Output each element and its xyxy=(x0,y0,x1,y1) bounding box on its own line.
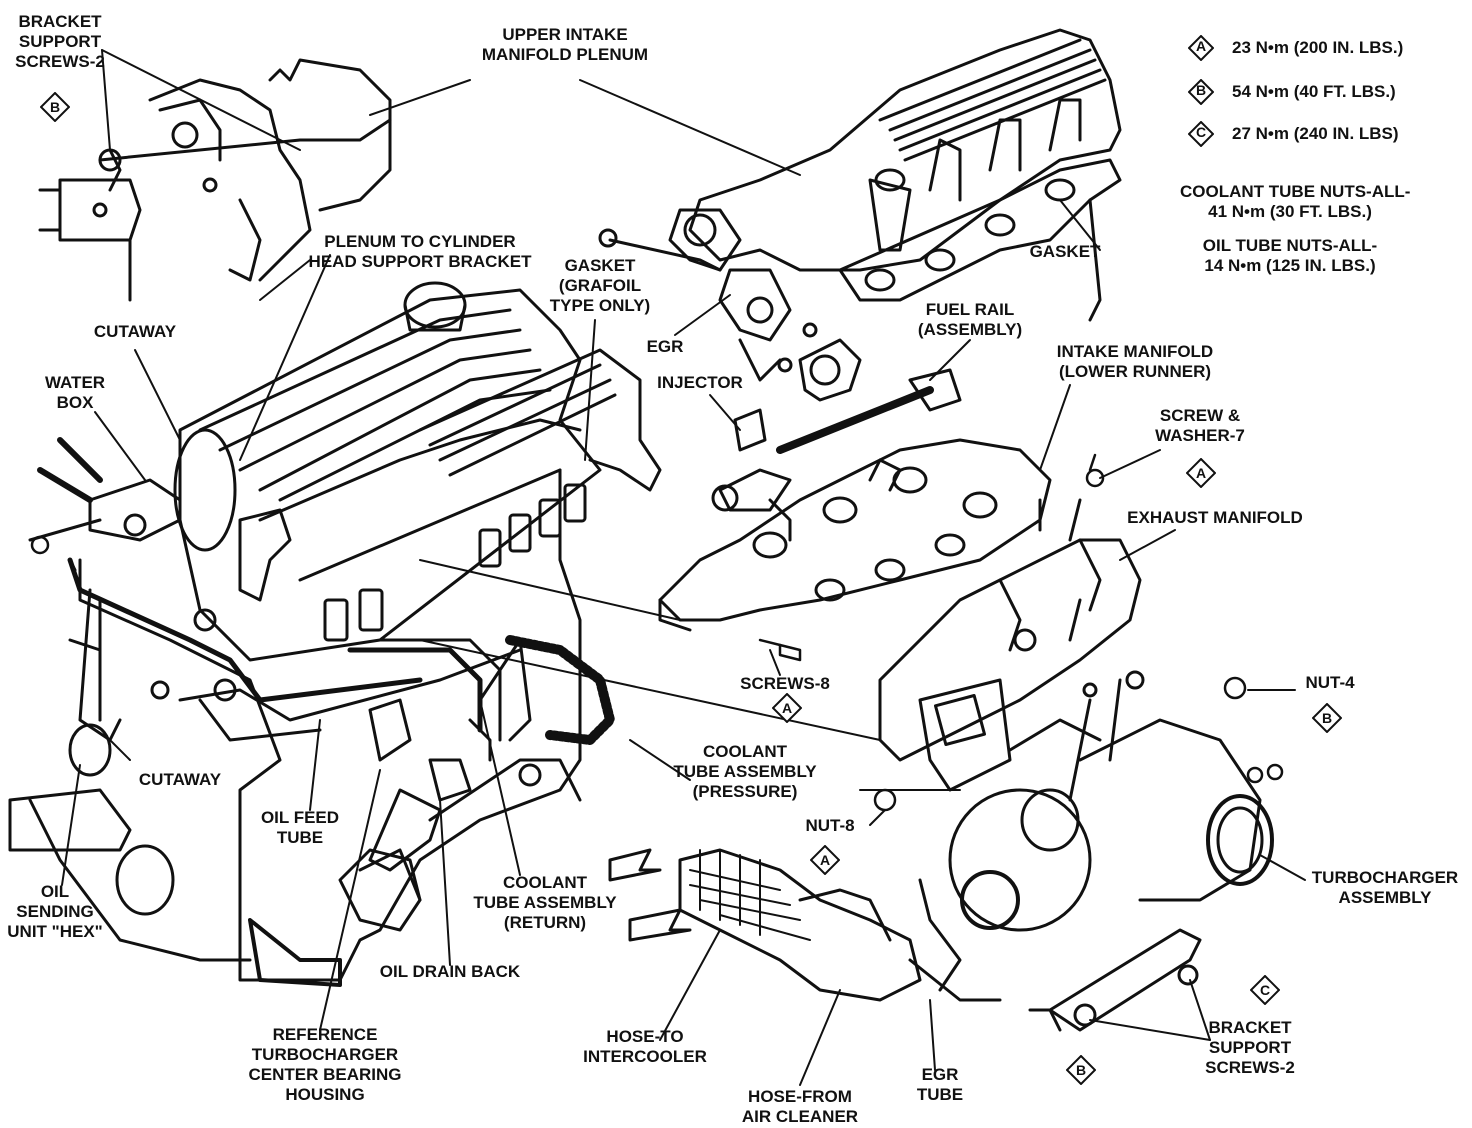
support-bracket-bottom xyxy=(1028,928,1202,1032)
intake-manifold-lower xyxy=(658,438,1052,632)
cylinder-head xyxy=(173,281,662,662)
note-coolant-tube-nuts: COOLANT TUBE NUTS-ALL-41 N•m (30 FT. LBS… xyxy=(1180,182,1411,221)
label-gasket-right: GASKET xyxy=(1029,242,1101,261)
label-intake-lower-runner: INTAKE MANIFOLD(LOWER RUNNER) xyxy=(1056,342,1214,381)
marker-a-screw-washer: A xyxy=(1186,458,1216,488)
torque-letter-b: B xyxy=(1195,82,1207,98)
label-injector: INJECTOR xyxy=(657,373,743,392)
inset-bracket-detail xyxy=(38,58,392,302)
marker-b-bracket: B xyxy=(1066,1055,1096,1085)
leader-lines xyxy=(61,49,1306,1086)
label-cutaway-top: CUTAWAY xyxy=(93,322,177,341)
label-exhaust-manifold: EXHAUST MANIFOLD xyxy=(1127,508,1303,527)
marker-c-bracket: C xyxy=(1250,975,1280,1005)
fuel-rail xyxy=(711,322,962,542)
marker-a-nut-8: A xyxy=(810,845,840,875)
label-nut-8: NUT-8 xyxy=(805,816,855,835)
upper-gasket xyxy=(838,158,1122,322)
marker-b-top-left: B xyxy=(40,92,70,122)
marker-b-nut-4: B xyxy=(1312,703,1342,733)
torque-value-c: 27 N•m (240 IN. LBS) xyxy=(1232,124,1399,143)
torque-value-a: 23 N•m (200 IN. LBS.) xyxy=(1232,38,1404,57)
fasteners xyxy=(30,453,1284,812)
engine-block xyxy=(8,468,582,987)
torque-letter-a: A xyxy=(1195,38,1207,54)
upper-intake-plenum xyxy=(598,28,1122,382)
torque-value-b: 54 N•m (40 FT. LBS.) xyxy=(1232,82,1396,101)
exhaust-manifold xyxy=(878,498,1142,792)
marker-a-screws-8: A xyxy=(772,693,802,723)
label-egr: EGR xyxy=(646,337,684,356)
torque-letter-c: C xyxy=(1195,124,1207,140)
label-screw-washer: SCREW &WASHER-7 xyxy=(1155,406,1245,445)
coolant-tubes xyxy=(347,635,615,902)
label-fuel-rail: FUEL RAIL(ASSEMBLY) xyxy=(917,300,1023,339)
water-box-and-oil-tube xyxy=(28,437,522,777)
label-cutaway-bottom: CUTAWAY xyxy=(138,770,222,789)
turbocharger xyxy=(948,670,1274,932)
label-oil-drain-back: OIL DRAIN BACK xyxy=(379,962,521,981)
hoses xyxy=(608,848,1002,1002)
label-screws-8: SCREWS-8 xyxy=(740,674,830,693)
note-oil-tube-nuts: OIL TUBE NUTS-ALL-14 N•m (125 IN. LBS.) xyxy=(1202,236,1378,275)
label-nut-4: NUT-4 xyxy=(1305,673,1355,692)
